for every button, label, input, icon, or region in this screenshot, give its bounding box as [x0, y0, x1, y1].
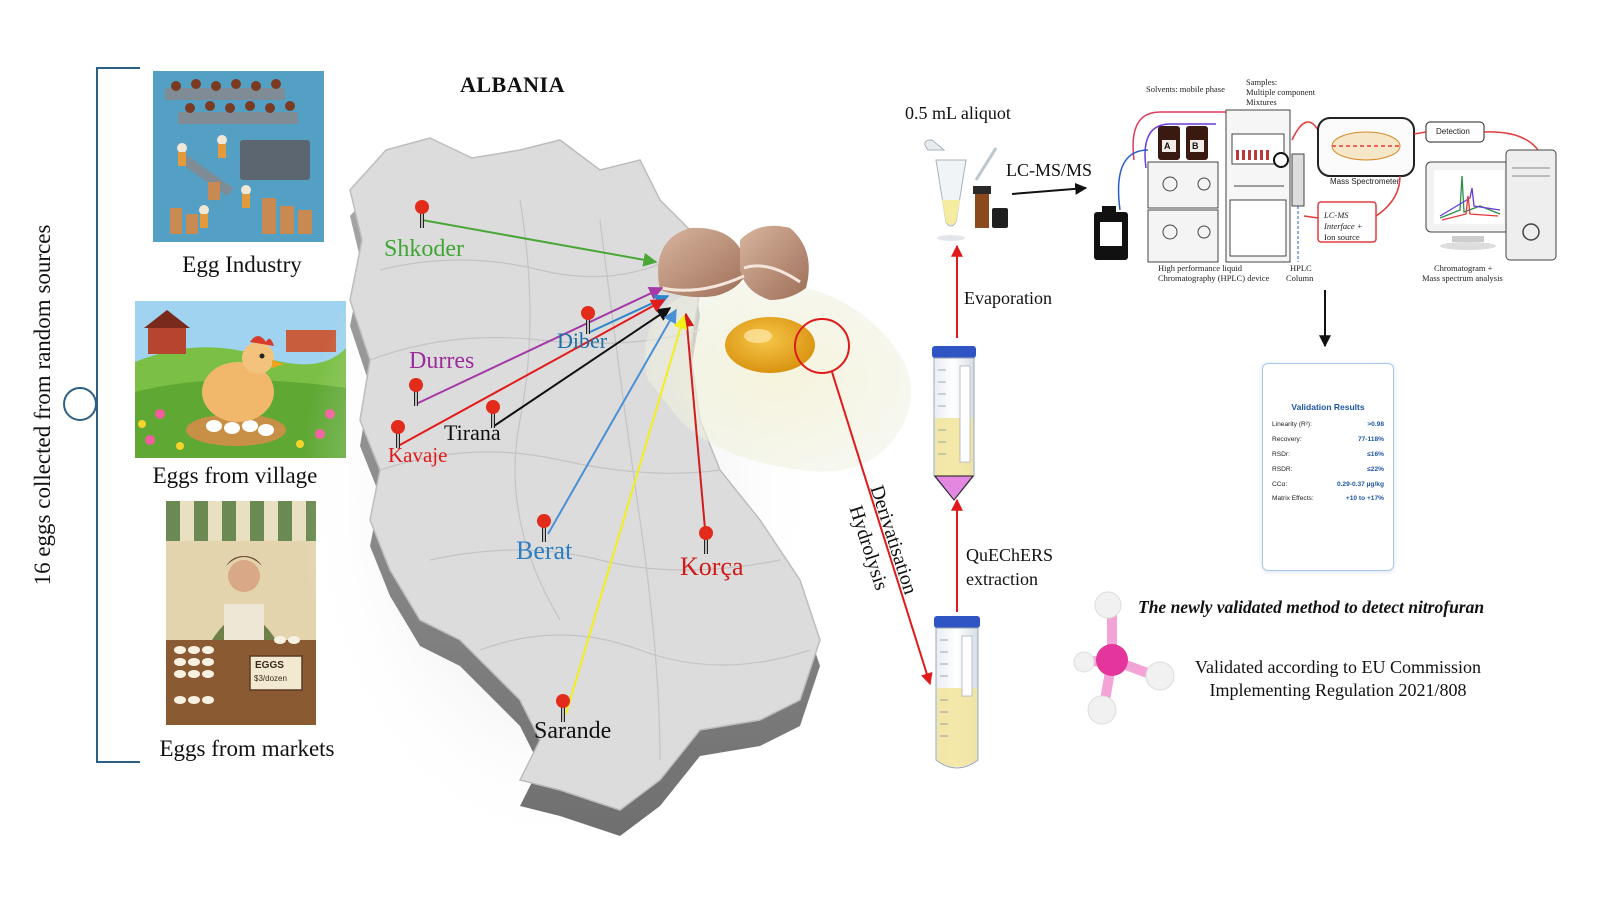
bottle-b-label: B [1192, 141, 1199, 151]
city-arrows [397, 219, 707, 715]
market-price-text: $3/dozen [254, 674, 287, 683]
pin-sarande [556, 694, 570, 722]
solvents-label: Solvents: mobile phase [1146, 84, 1225, 94]
bottle-a-label: A [1164, 141, 1171, 151]
city-label-berat: Berat [516, 536, 573, 565]
validation-row-value: 77-118% [1357, 436, 1384, 443]
validation-row-value: 0.29-0.37 µg/kg [1336, 481, 1384, 488]
validation-row-label: RSDR: [1272, 466, 1293, 473]
validation-row-value: ≤16% [1367, 451, 1384, 458]
lcms-instrument-diagram [1094, 109, 1557, 263]
molecule-image [1073, 591, 1175, 725]
regulation-line2: Implementing Regulation 2021/808 [1209, 680, 1467, 700]
quechers-label-line2: extraction [966, 569, 1038, 589]
hplc-label-line2: Chromatography (HPLC) device [1158, 273, 1270, 283]
validation-row-value: ≤22% [1367, 466, 1384, 473]
method-caption: The newly validated method to detect nit… [1138, 597, 1485, 617]
city-label-kavaje: Kavaje [388, 443, 448, 467]
city-label-korca: Korça [680, 552, 744, 581]
aliquot-label: 0.5 mL aliquot [905, 103, 1011, 123]
map-title: ALBANIA [460, 72, 565, 97]
validation-row-label: Matrix Effects: [1272, 495, 1314, 502]
pin-shkoder [415, 200, 429, 228]
interface-label-line2: Interface + [1324, 221, 1363, 231]
sources-side-label-text: 16 eggs collected from random sources [30, 224, 55, 586]
validation-title: Validation Results [1291, 402, 1365, 412]
detection-label: Detection [1436, 127, 1470, 136]
hplc-label-line1: High performance liquid [1158, 263, 1243, 273]
quechers-label-line1: QuEChERS [966, 545, 1054, 565]
validation-row-rsdr-reproducibility: RSDR: ≤22% [1272, 466, 1384, 473]
validation-row-rsdr: RSDr: ≤16% [1272, 451, 1384, 458]
sources-bracket [63, 67, 140, 763]
validation-results-card: Validation Results Linearity (R²):>0.98 … [1262, 363, 1394, 571]
column-label-line1: HPLC [1290, 263, 1312, 273]
validation-row-cca: CCα: 0.29-0.37 µg/kg [1272, 481, 1384, 488]
interface-label-line1: LC-MS [1324, 210, 1349, 220]
city-pins [391, 200, 713, 722]
cracked-egg-image [645, 225, 912, 472]
validation-row-value: >0.98 [1367, 421, 1384, 428]
regulation-line1: Validated according to EU Commission [1195, 657, 1481, 677]
samples-label-line1: Samples: [1246, 77, 1278, 87]
samples-label-line2: Multiple component [1246, 87, 1316, 97]
city-label-tirana: Tirana [444, 420, 501, 445]
falcon-tube-upper [932, 346, 976, 501]
source-label-markets: Eggs from markets [159, 736, 335, 761]
pin-berat [537, 514, 551, 542]
mass-spec-label: Mass Spectrometer [1330, 177, 1400, 186]
city-label-durres: Durres [409, 348, 475, 374]
pin-tirana [486, 400, 500, 428]
validation-row-label: RSDr: [1272, 451, 1290, 458]
validation-row-label: Recovery: [1272, 436, 1302, 443]
sample-highlight [794, 318, 933, 686]
validation-row-recovery: Recovery: 77-118% [1272, 436, 1384, 443]
arrow-lcms [1011, 182, 1088, 195]
column-label-line2: Column [1286, 273, 1314, 283]
pin-korca [699, 526, 713, 554]
market-image [166, 501, 316, 725]
chromatogram-label-line1: Chromatogram + [1434, 263, 1493, 273]
falcon-tube-lower [934, 616, 980, 769]
interface-label-line3: Ion source [1324, 232, 1360, 242]
city-label-diber: Diber [557, 328, 608, 353]
pin-diber [581, 306, 595, 334]
aliquot-vials-image [924, 139, 1008, 241]
egg-industry-image [153, 71, 324, 242]
market-sign-text: EGGS [255, 660, 284, 671]
village-image [135, 301, 346, 458]
pin-kavaje [391, 420, 405, 448]
lcms-label: LC-MS/MS [1006, 160, 1093, 180]
city-label-sarande: Sarande [534, 718, 612, 744]
samples-label-line3: Mixtures [1246, 97, 1277, 107]
chromatogram-label-line2: Mass spectrum analysis [1422, 273, 1503, 283]
validation-row-linearity: Linearity (R²): >0.98 [1272, 421, 1384, 428]
source-label-village: Eggs from village [152, 463, 318, 488]
validation-row-matrix-effects: Matrix Effects: +10 to +17% [1272, 495, 1384, 502]
source-label-industry: Egg Industry [182, 252, 302, 277]
validation-row-value: +10 to +17% [1345, 495, 1384, 502]
pin-durres [409, 378, 423, 406]
evaporation-label: Evaporation [964, 288, 1052, 308]
city-label-shkoder: Shkoder [384, 236, 464, 262]
validation-row-label: CCα: [1272, 481, 1288, 488]
validation-row-label: Linearity (R²): [1272, 421, 1312, 428]
